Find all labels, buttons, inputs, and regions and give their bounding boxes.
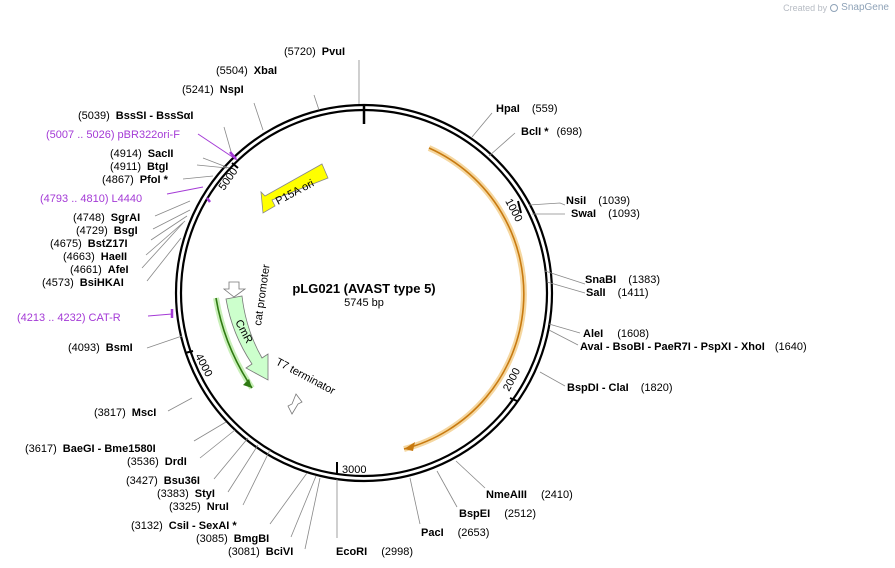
primer-cat-r[interactable]: (4213 .. 4232) CAT-R	[17, 312, 121, 324]
site-nspi[interactable]: (5241)NspI	[182, 84, 244, 96]
feature-p15a-ori[interactable]: P15A ori	[260, 163, 329, 214]
cmr-arrow	[225, 295, 269, 381]
site-snabi[interactable]: SnaBI(1383)	[585, 274, 660, 286]
tick-2000	[509, 397, 518, 402]
site-nrui[interactable]: (3325)NruI	[169, 501, 229, 513]
p15a-ori-arrow	[260, 163, 329, 214]
leader-lines	[141, 60, 586, 550]
backbone	[174, 103, 554, 483]
plasmid-size: 5745 bp	[344, 297, 384, 309]
t7-terminator-label: T7 terminator	[274, 356, 338, 397]
cat-promoter-label: cat promoter	[252, 263, 273, 326]
primer-pbr322ori-f[interactable]: (5007 .. 5026) pBR322ori-F	[46, 129, 180, 141]
site-csii[interactable]: (3132)CsiI - SexAI *	[131, 520, 237, 532]
tick-label-5000: 5000	[217, 166, 241, 193]
site-afei[interactable]: (4661)AfeI	[70, 264, 129, 276]
site-labels-left: (5720)PvuI (5504)XbaI (5241)NspI (5039)B…	[17, 46, 345, 558]
snapgene-watermark: Created by SnapGene	[783, 2, 889, 13]
site-sacii[interactable]: (4914)SacII	[110, 148, 173, 160]
site-hpai[interactable]: HpaI(559)	[496, 103, 558, 115]
site-ecori[interactable]: EcoRI(2998)	[336, 546, 413, 558]
site-baegi[interactable]: (3617)BaeGI - Bme1580I	[25, 443, 156, 455]
site-drdi[interactable]: (3536)DrdI	[127, 456, 187, 468]
site-swai[interactable]: SwaI(1093)	[571, 208, 640, 220]
tick-1000	[517, 200, 522, 214]
site-alei[interactable]: AleI(1608)	[583, 328, 649, 340]
site-bspdi-clai[interactable]: BspDI - ClaI(1820)	[567, 382, 673, 394]
feature-t7-terminator[interactable]: T7 terminator	[274, 356, 338, 415]
site-bmgbi[interactable]: (3085)BmgBI	[196, 533, 269, 545]
site-bsssi[interactable]: (5039)BssSI - BssSαI	[78, 110, 193, 122]
site-haeii[interactable]: (4663)HaeII	[63, 251, 127, 263]
site-avai-group[interactable]: AvaI - BsoBI - PaeR7I - PspXI - XhoI(164…	[580, 341, 807, 353]
orf-arc-orange-head	[404, 442, 415, 451]
site-pvui[interactable]: (5720)PvuI	[284, 46, 345, 58]
site-labels-right: HpaI(559) BclI *(698) NsiI(1039) SwaI(10…	[336, 103, 807, 558]
snapgene-logo-icon	[830, 3, 839, 12]
orf-arc-orange	[403, 145, 527, 452]
site-xbai[interactable]: (5504)XbaI	[216, 65, 277, 77]
site-bsmi[interactable]: (4093)BsmI	[68, 342, 133, 354]
cat-promoter-arrow	[222, 281, 247, 298]
site-styi[interactable]: (3383)StyI	[157, 488, 215, 500]
site-sgrai[interactable]: (4748)SgrAI	[73, 212, 140, 224]
t7-terminator-arrow	[287, 393, 303, 415]
watermark-prefix: Created by	[783, 2, 828, 13]
tick-4000	[184, 350, 194, 354]
site-bsgi[interactable]: (4729)BsgI	[76, 225, 138, 237]
site-msci[interactable]: (3817)MscI	[94, 407, 156, 419]
site-bcli[interactable]: BclI *(698)	[521, 126, 582, 138]
site-bcivi[interactable]: (3081)BciVI	[228, 546, 293, 558]
site-sali[interactable]: SalI(1411)	[586, 287, 649, 299]
site-bstz17i[interactable]: (4675)BstZ17I	[50, 238, 128, 250]
orf-arc-orange-line	[403, 147, 525, 450]
tick-5000	[231, 162, 239, 169]
site-bsihkai[interactable]: (4573)BsiHKAI	[42, 277, 124, 289]
tick-label-3000: 3000	[342, 464, 366, 476]
primer-l4440[interactable]: (4793 .. 4810) L4440	[40, 193, 142, 205]
orf-arc-green-line	[215, 297, 253, 389]
site-bspei[interactable]: BspEI(2512)	[459, 508, 536, 520]
primer-marks	[147, 133, 238, 318]
watermark-brand: SnapGene	[841, 2, 889, 13]
site-pfoi[interactable]: (4867)PfoI *	[102, 174, 169, 186]
orf-arc-green-head	[243, 379, 252, 388]
plasmid-name: pLG021 (AVAST type 5)	[292, 281, 435, 296]
site-btgi[interactable]: (4911)BtgI	[110, 161, 168, 173]
site-bsu36i[interactable]: (3427)Bsu36I	[126, 475, 200, 487]
site-nmeaiii[interactable]: NmeAIII(2410)	[486, 489, 573, 501]
site-nsii[interactable]: NsiI(1039)	[566, 195, 630, 207]
site-paci[interactable]: PacI(2653)	[421, 527, 489, 539]
